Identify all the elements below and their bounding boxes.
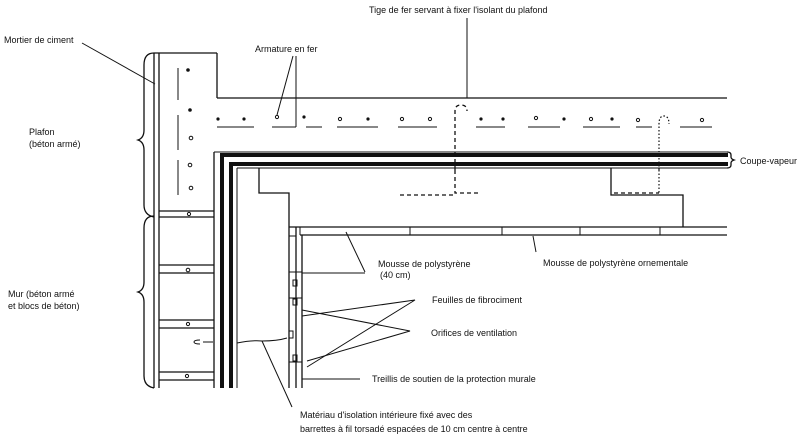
label-mousse-sub: (40 cm) xyxy=(380,270,411,280)
label-plafon-sub: (béton armé) xyxy=(29,139,81,149)
brace-plafon xyxy=(135,52,155,218)
leader-lines xyxy=(81,18,537,408)
label-mousse-orn: Mousse de polystyrène ornementale xyxy=(543,258,688,268)
concrete-structure xyxy=(153,52,727,388)
label-plafon: Plafon xyxy=(29,127,55,137)
label-mur-sub: et blocs de béton) xyxy=(8,301,80,311)
vapour-barrier xyxy=(214,151,728,388)
column-rebar xyxy=(186,68,194,191)
label-mur: Mur (béton armé xyxy=(8,289,75,299)
label-mousse: Mousse de polystyrène xyxy=(378,259,471,269)
label-materiau: Matériau d'isolation intérieure fixé ave… xyxy=(300,410,473,420)
label-tige: Tige de fer servant à fixer l'isolant du… xyxy=(369,5,547,15)
brace-mur xyxy=(135,215,155,389)
polystyrene-foam xyxy=(258,104,684,227)
label-treillis: Treillis de soutien de la protection mur… xyxy=(372,374,536,384)
slab-rebar xyxy=(216,114,712,128)
brace-coupe-vapeur xyxy=(726,151,737,169)
wall-blocks xyxy=(159,210,214,381)
label-materiau-sub: barrettes à fil torsadé espacées de 10 c… xyxy=(300,424,528,434)
label-orifices: Orifices de ventilation xyxy=(431,328,517,338)
label-armature: Armature en fer xyxy=(255,44,318,54)
ornamental-foam xyxy=(289,226,727,236)
label-coupe-vapeur: Coupe-vapeur xyxy=(740,156,797,166)
label-mortier: Mortier de ciment xyxy=(4,35,74,45)
label-feuilles: Feuilles de fibrociment xyxy=(432,295,523,305)
interior-wall-panel xyxy=(288,227,303,388)
